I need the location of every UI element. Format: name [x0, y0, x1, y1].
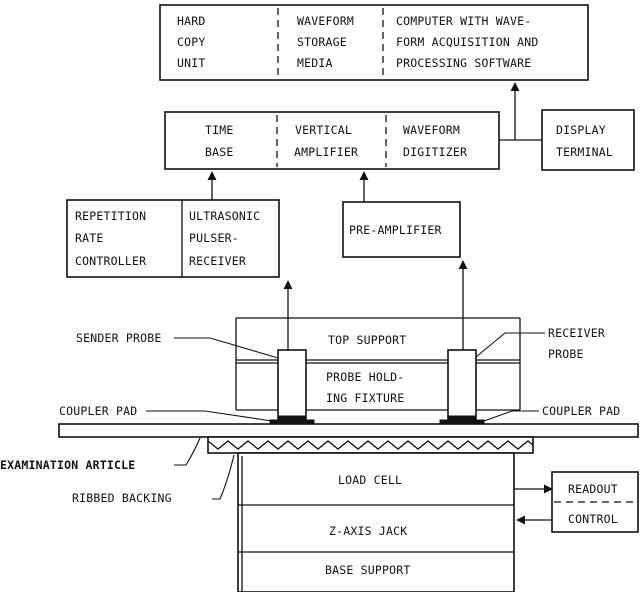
fixture-line-2: ING FIXTURE: [326, 391, 404, 405]
z-axis-jack-label: Z-AXIS JACK: [329, 524, 407, 538]
examination-article: [58, 423, 639, 438]
readout-control-block: READOUT CONTROL: [551, 471, 639, 533]
display-terminal-block: DISPLAY TERMINAL: [541, 109, 635, 171]
storage-line-2: STORAGE: [297, 35, 347, 49]
computer-line-2: FORM ACQUISITION AND: [396, 35, 538, 49]
pulser-line-3: RECEIVER: [189, 254, 246, 268]
examination-article-leader: [174, 437, 201, 466]
hard-copy-line-1: HARD: [177, 14, 206, 28]
ribbed-backing-frame: [207, 436, 534, 454]
sender-probe-element: [277, 415, 307, 421]
rep-rate-line-3: CONTROLLER: [75, 254, 146, 268]
pulser-frame: [66, 199, 280, 278]
probe-fixture-assembly: TOP SUPPORT PROBE HOLD- ING FIXTURE: [235, 317, 521, 425]
vertical-amp-line-1: VERTICAL: [295, 123, 352, 137]
top-support-label: TOP SUPPORT: [328, 333, 406, 347]
preamp-frame: [342, 201, 461, 258]
vertical-amp-line-2: AMPLIFIER: [294, 145, 358, 159]
sender-probe-leader: [174, 337, 279, 359]
hard-copy-line-2: COPY: [177, 35, 206, 49]
right-coupler-label: COUPLER PAD: [542, 404, 620, 418]
computer-line-3: PROCESSING SOFTWARE: [396, 56, 531, 70]
display-terminal-frame: [541, 109, 635, 171]
ribbed-backing-label: RIBBED BACKING: [72, 491, 172, 505]
computer-line-1: COMPUTER WITH WAVE-: [396, 14, 531, 28]
display-line-2: TERMINAL: [556, 145, 613, 159]
left-coupler-label: COUPLER PAD: [59, 404, 137, 418]
receiver-probe: [447, 349, 477, 421]
output-devices-block: HARD COPY UNIT WAVEFORM STORAGE MEDIA CO…: [159, 4, 589, 81]
digitizer-line-2: DIGITIZER: [403, 145, 467, 159]
digitizer-line-1: WAVEFORM: [403, 123, 460, 137]
right-coupler-leader: [483, 410, 539, 422]
time-base-line-1: TIME: [205, 123, 234, 137]
ribbed-backing: [207, 436, 534, 454]
rep-rate-line-2: RATE: [75, 231, 104, 245]
pulser-line-2: PULSER-: [189, 231, 239, 245]
receiver-probe-leader: [475, 332, 545, 358]
display-line-1: DISPLAY: [556, 123, 606, 137]
receiver-probe-label-line-2: PROBE: [548, 347, 584, 361]
digitizer-block: TIME BASE VERTICAL AMPLIFIER WAVEFORM DI…: [164, 111, 500, 170]
readout-label: READOUT: [568, 482, 618, 496]
ribbed-backing-zigzag: [207, 440, 534, 450]
load-stack: LOAD CELL Z-AXIS JACK BASE SUPPORT: [237, 452, 515, 592]
sender-probe-label: SENDER PROBE: [76, 331, 161, 345]
hard-copy-line-3: UNIT: [177, 56, 206, 70]
pulser-line-1: ULTRASONIC: [189, 209, 260, 223]
time-base-line-2: BASE: [205, 145, 234, 159]
load-stack-frame: [237, 452, 515, 592]
examination-article-label: EXAMINATION ARTICLE: [0, 458, 135, 472]
preamp-label: PRE-AMPLIFIER: [349, 223, 442, 237]
receiver-probe-label-line-1: RECEIVER: [548, 326, 605, 340]
load-cell-label: LOAD CELL: [338, 473, 402, 487]
rep-rate-line-1: REPETITION: [75, 209, 146, 223]
sender-probe: [277, 349, 307, 421]
left-coupler-leader: [146, 410, 273, 422]
storage-line-1: WAVEFORM: [297, 14, 354, 28]
pulser-block: REPETITION RATE CONTROLLER ULTRASONIC PU…: [66, 199, 280, 278]
fixture-line-1: PROBE HOLD-: [326, 370, 404, 384]
receiver-probe-element: [447, 415, 477, 421]
storage-line-3: MEDIA: [297, 56, 333, 70]
digitizer-frame: [164, 111, 500, 170]
base-support-label: BASE SUPPORT: [325, 563, 410, 577]
control-label: CONTROL: [568, 512, 618, 526]
output-devices-frame: [159, 4, 589, 81]
preamp-block: PRE-AMPLIFIER: [342, 201, 461, 258]
ribbed-backing-leader: [212, 454, 235, 500]
